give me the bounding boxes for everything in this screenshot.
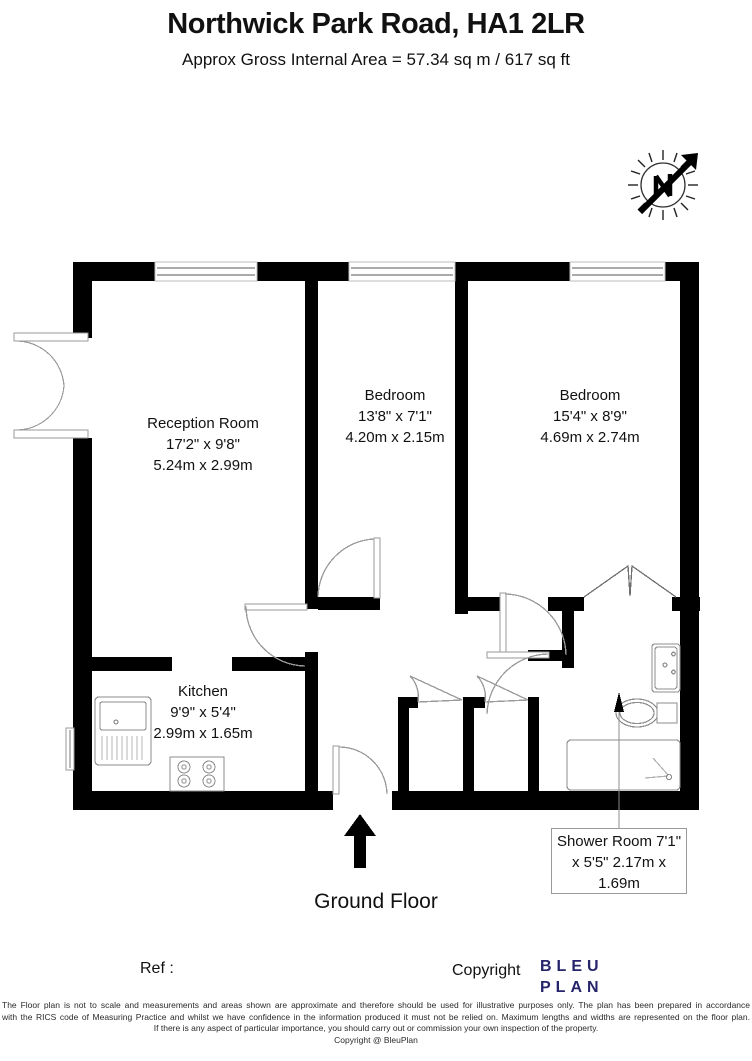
kitchen-fixtures bbox=[94, 696, 225, 792]
room-metric-bedroom-1: 4.20m x 2.15m bbox=[345, 429, 445, 446]
sink-icon bbox=[94, 696, 152, 766]
room-label-bedroom-2: Bedroom 15'4" x 8'9" 4.69m x 2.74m bbox=[495, 385, 685, 448]
room-metric-kitchen: 2.99m x 1.65m bbox=[153, 725, 253, 742]
logo-line-2: PLAN bbox=[540, 979, 604, 996]
room-name-kitchen: Kitchen bbox=[177, 683, 229, 700]
entrance-arrow-icon bbox=[344, 814, 376, 868]
compass-arrow bbox=[637, 153, 698, 215]
wardrobe-bedroom2 bbox=[574, 564, 681, 611]
room-metric-reception: 5.24m x 2.99m bbox=[153, 457, 253, 474]
copyright-label: Copyright bbox=[452, 962, 521, 979]
shower-leader-line bbox=[614, 692, 624, 828]
room-label-bedroom-1: Bedroom 13'8" x 7'1" 4.20m x 2.15m bbox=[300, 385, 490, 448]
floor-caption: Ground Floor bbox=[314, 890, 438, 913]
compass-rose bbox=[618, 140, 708, 230]
room-imperial-kitchen: 9'9" x 5'4" bbox=[170, 704, 236, 721]
toilet-icon bbox=[615, 698, 678, 728]
room-label-reception: Reception Room 17'2" x 9'8" 5.24m x 2.99… bbox=[78, 413, 328, 476]
room-name-bedroom-2: Bedroom bbox=[559, 387, 621, 404]
room-name-reception: Reception Room bbox=[147, 415, 259, 432]
window-bedroom2 bbox=[569, 261, 666, 282]
logo-line-1: BLEU bbox=[540, 958, 604, 975]
room-imperial-bedroom-2: 15'4" x 8'9" bbox=[553, 408, 627, 425]
disclaimer-line-1: The Floor plan is not to scale and measu… bbox=[2, 1000, 750, 1010]
footer-meta: Ref : Copyright BLEU PLAN bbox=[0, 958, 752, 996]
room-label-kitchen: Kitchen 9'9" x 5'4" 2.99m x 1.65m bbox=[118, 681, 288, 744]
bleuplan-logo: BLEU PLAN bbox=[540, 956, 604, 998]
doors bbox=[244, 537, 567, 795]
window-bedroom1 bbox=[348, 261, 456, 282]
window-reception bbox=[154, 261, 258, 282]
windows bbox=[154, 261, 666, 282]
page-title: Northwick Park Road, HA1 2LR bbox=[167, 8, 585, 40]
room-name-shower-room: Shower Room bbox=[556, 833, 652, 850]
door-bedroom1 bbox=[317, 537, 381, 599]
room-label-shower-room: Shower Room 7'1" x 5'5" 2.17m x 1.69m bbox=[551, 828, 687, 894]
room-imperial-reception: 17'2" x 9'8" bbox=[166, 436, 240, 453]
hob-icon bbox=[169, 756, 225, 792]
basin-icon bbox=[651, 643, 681, 693]
door-reception bbox=[244, 603, 308, 667]
plan-header: Northwick Park Road, HA1 2LR Approx Gros… bbox=[0, 0, 752, 70]
room-name-bedroom-1: Bedroom bbox=[364, 387, 426, 404]
window-kitchen-left bbox=[65, 727, 75, 771]
bay-window-left bbox=[13, 332, 89, 439]
reference-label: Ref : bbox=[140, 960, 174, 977]
gross-internal-area: Approx Gross Internal Area = 57.34 sq m … bbox=[182, 50, 570, 69]
room-imperial-bedroom-1: 13'8" x 7'1" bbox=[358, 408, 432, 425]
room-imperial-shower-room: 7'1" x 5'5" bbox=[571, 833, 682, 871]
door-cupboard-right bbox=[476, 675, 529, 703]
disclaimer-line-3: If there is any aspect of particular imp… bbox=[153, 1023, 599, 1033]
door-entrance bbox=[332, 745, 388, 795]
room-metric-bedroom-2: 4.69m x 2.74m bbox=[540, 429, 640, 446]
shower-tray-icon bbox=[566, 739, 681, 791]
disclaimer-line-4: Copyright @ BleuPlan bbox=[334, 1034, 418, 1045]
door-shower-room bbox=[486, 651, 550, 715]
door-cupboard-left bbox=[409, 675, 463, 703]
disclaimer-text: The Floor plan is not to scale and measu… bbox=[0, 1000, 752, 1046]
room-metric-shower-room: 2.17m x 1.69m bbox=[598, 854, 667, 892]
disclaimer-line-2: with the RICS code of Measuring Practice… bbox=[2, 1011, 750, 1022]
shower-room-fixtures bbox=[566, 643, 681, 791]
compass-n-letter bbox=[653, 174, 673, 198]
